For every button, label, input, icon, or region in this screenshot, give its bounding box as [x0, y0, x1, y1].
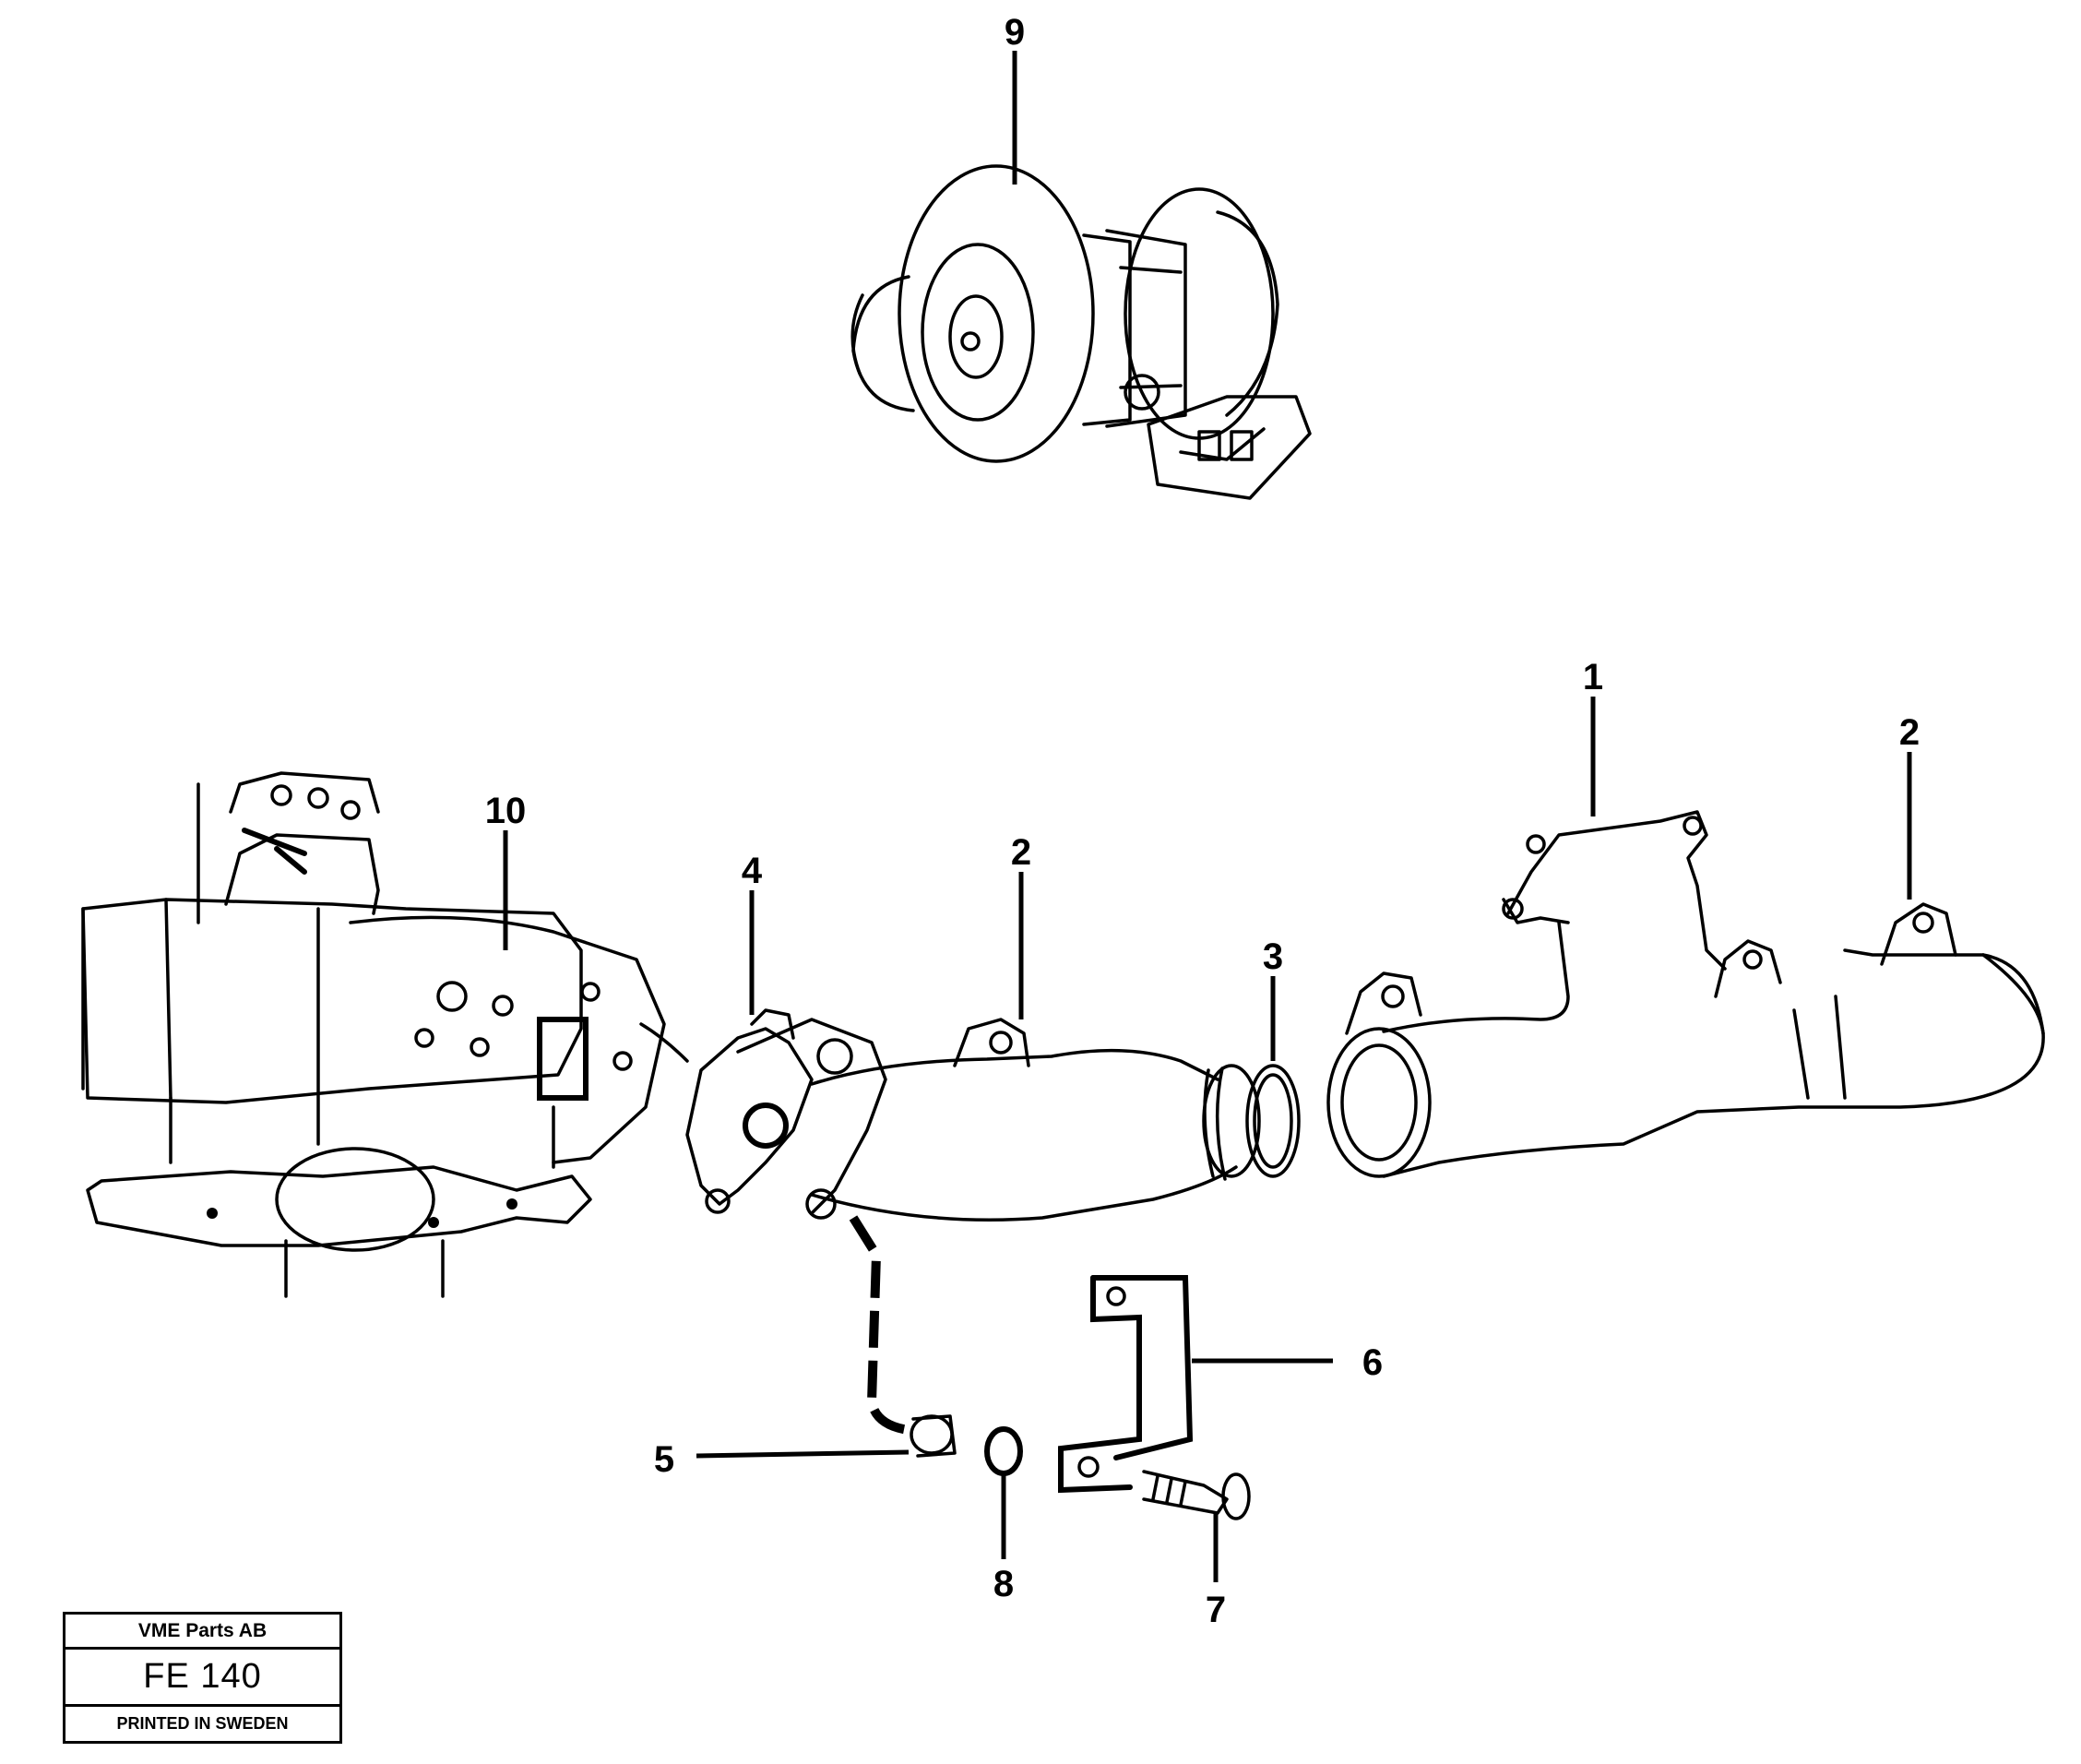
callout-10: 10	[485, 791, 527, 831]
callout-2-right: 2	[1899, 712, 1920, 753]
callout-labels: 9 1 2 2 3 4 10 6 5 8 7	[485, 12, 1920, 1630]
printed-notice: PRINTED IN SWEDEN	[116, 1714, 289, 1733]
callout-6: 6	[1362, 1342, 1383, 1383]
front-manifold-drawing	[639, 1008, 1261, 1222]
callout-5: 5	[654, 1439, 674, 1480]
title-block: VME Parts AB FE 140 PRINTED IN SWEDEN	[63, 1612, 342, 1744]
callout-3: 3	[1263, 936, 1283, 977]
callout-2-left: 2	[1011, 832, 1031, 873]
callout-8: 8	[993, 1564, 1014, 1604]
oil-pipe-drawing	[849, 1215, 1251, 1520]
callout-1: 1	[1583, 657, 1603, 697]
company-name: VME Parts AB	[65, 1615, 339, 1650]
leader-5	[696, 1449, 910, 1459]
cylinder-head-drawing	[81, 771, 666, 1298]
leader-lines	[503, 51, 1912, 1582]
callout-4: 4	[742, 851, 763, 891]
callout-9: 9	[1005, 12, 1025, 53]
seal-ring-drawing	[1245, 1064, 1301, 1178]
callout-7: 7	[1206, 1590, 1226, 1630]
rear-manifold-drawing	[1326, 810, 2045, 1178]
turbocharger-drawing	[850, 164, 1312, 500]
figure-code: FE 140	[65, 1650, 339, 1707]
